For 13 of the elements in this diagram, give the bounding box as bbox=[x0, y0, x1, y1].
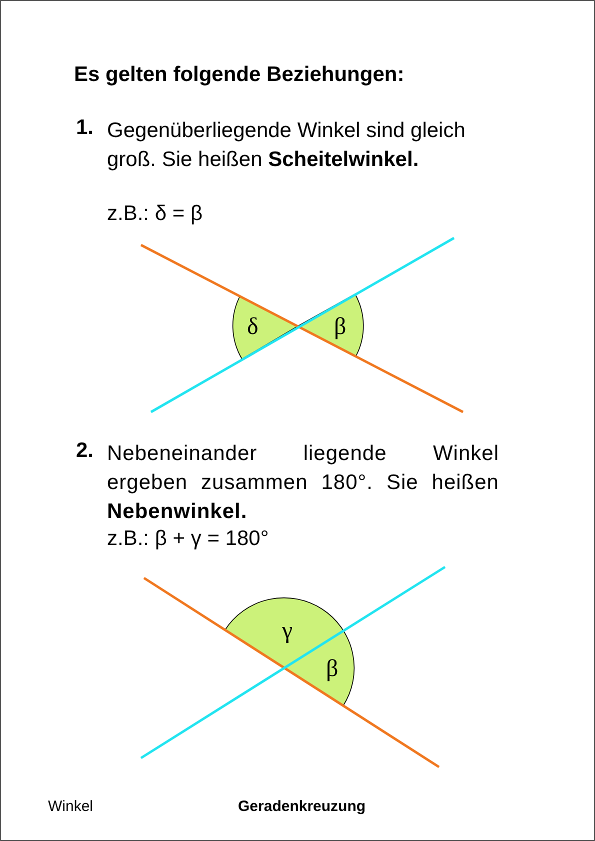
angle-symbol: δ bbox=[247, 314, 258, 341]
angle-symbol: β bbox=[334, 314, 346, 341]
angle-symbol: γ bbox=[282, 618, 293, 645]
footer-text: Geradenkreuzung bbox=[238, 798, 366, 815]
rule-text: Nebeneinander liegende Winkel ergeben zusammen 180°. Sie heißen Nebenwinkel. bbox=[107, 441, 499, 525]
angle-symbol: β bbox=[326, 656, 338, 683]
example-formula: z.B.: δ = β bbox=[107, 202, 203, 226]
footer-text: Winkel bbox=[48, 798, 94, 815]
heading-title: Es gelten folgende Beziehungen: bbox=[74, 63, 404, 87]
example-formula: z.B.: β + γ = 180° bbox=[107, 527, 269, 551]
rule-text: Gegenüberliegende Winkel sind gleich groß. Sie heißen Scheitelwinkel. bbox=[107, 118, 466, 173]
list-number: 1. bbox=[76, 116, 94, 140]
list-number: 2. bbox=[76, 439, 94, 463]
